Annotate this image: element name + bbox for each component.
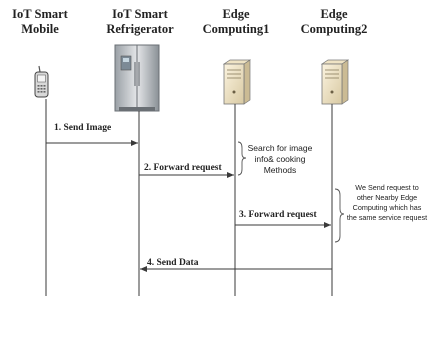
message-2: 2. Forward request <box>139 163 234 178</box>
participant-header-mobile: IoT Smart Mobile <box>12 7 69 36</box>
server-icon <box>222 59 252 105</box>
note-edge1-line1: Search for image <box>248 143 313 153</box>
message-2-label: 2. Forward request <box>144 163 222 173</box>
participant-refrigerator-line1: IoT Smart <box>112 7 169 21</box>
message-3: 3. Forward request <box>235 210 331 228</box>
participant-refrigerator-line2: Refrigerator <box>106 22 174 36</box>
note-edge2-line1: We Send request to <box>355 183 418 192</box>
participant-mobile-line1: IoT Smart <box>12 7 69 21</box>
message-1: 1. Send Image <box>46 123 138 146</box>
message-1-label: 1. Send Image <box>54 123 111 133</box>
refrigerator-icon <box>114 44 160 112</box>
participant-edge1-line1: Edge <box>222 7 250 21</box>
mobile-phone-icon <box>34 65 49 98</box>
note-edge2-line4: the same service request <box>347 213 427 222</box>
message-4: 4. Send Data <box>140 258 332 272</box>
participant-mobile-line2: Mobile <box>21 22 59 36</box>
participant-header-edge2: Edge Computing2 <box>301 7 368 36</box>
note-edge2-line2: other Nearby Edge <box>357 193 417 202</box>
brace-edge1 <box>237 141 247 176</box>
note-edge1-line2: info& cooking <box>254 154 305 164</box>
participant-header-edge1: Edge Computing1 <box>203 7 270 36</box>
message-4-label: 4. Send Data <box>147 258 199 268</box>
server-icon <box>320 59 350 105</box>
participant-edge1-line2: Computing1 <box>203 22 270 36</box>
note-edge2-line3: Computing which has <box>353 203 422 212</box>
participant-header-refrigerator: IoT Smart Refrigerator <box>106 7 174 36</box>
participant-edge2-line2: Computing2 <box>301 22 368 36</box>
note-edge1-line3: Methods <box>264 165 297 175</box>
participant-edge2-line1: Edge <box>320 7 348 21</box>
note-edge1: Search for image info& cooking Methods <box>248 143 313 175</box>
message-3-label: 3. Forward request <box>239 210 317 220</box>
brace-edge2 <box>334 188 345 243</box>
note-edge2: We Send request to other Nearby Edge Com… <box>347 183 427 222</box>
